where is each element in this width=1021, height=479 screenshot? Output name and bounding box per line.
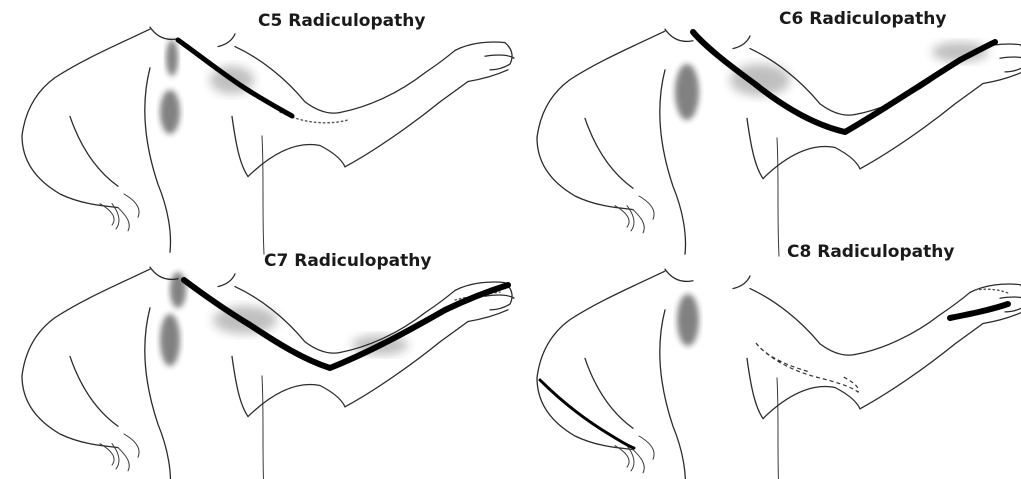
panel-title-c8: C8 Radiculopathy [787,242,954,262]
panel-c5: C5 Radiculopathy [22,11,514,254]
panel-title-c6: C6 Radiculopathy [779,9,946,29]
panel-c8: C8 Radiculopathy [537,242,1021,479]
panel-c7: C7 Radiculopathy [22,251,514,479]
panel-c6: C6 Radiculopathy [537,9,1021,256]
panel-title-c7: C7 Radiculopathy [264,251,431,271]
panel-title-c5: C5 Radiculopathy [258,11,425,31]
